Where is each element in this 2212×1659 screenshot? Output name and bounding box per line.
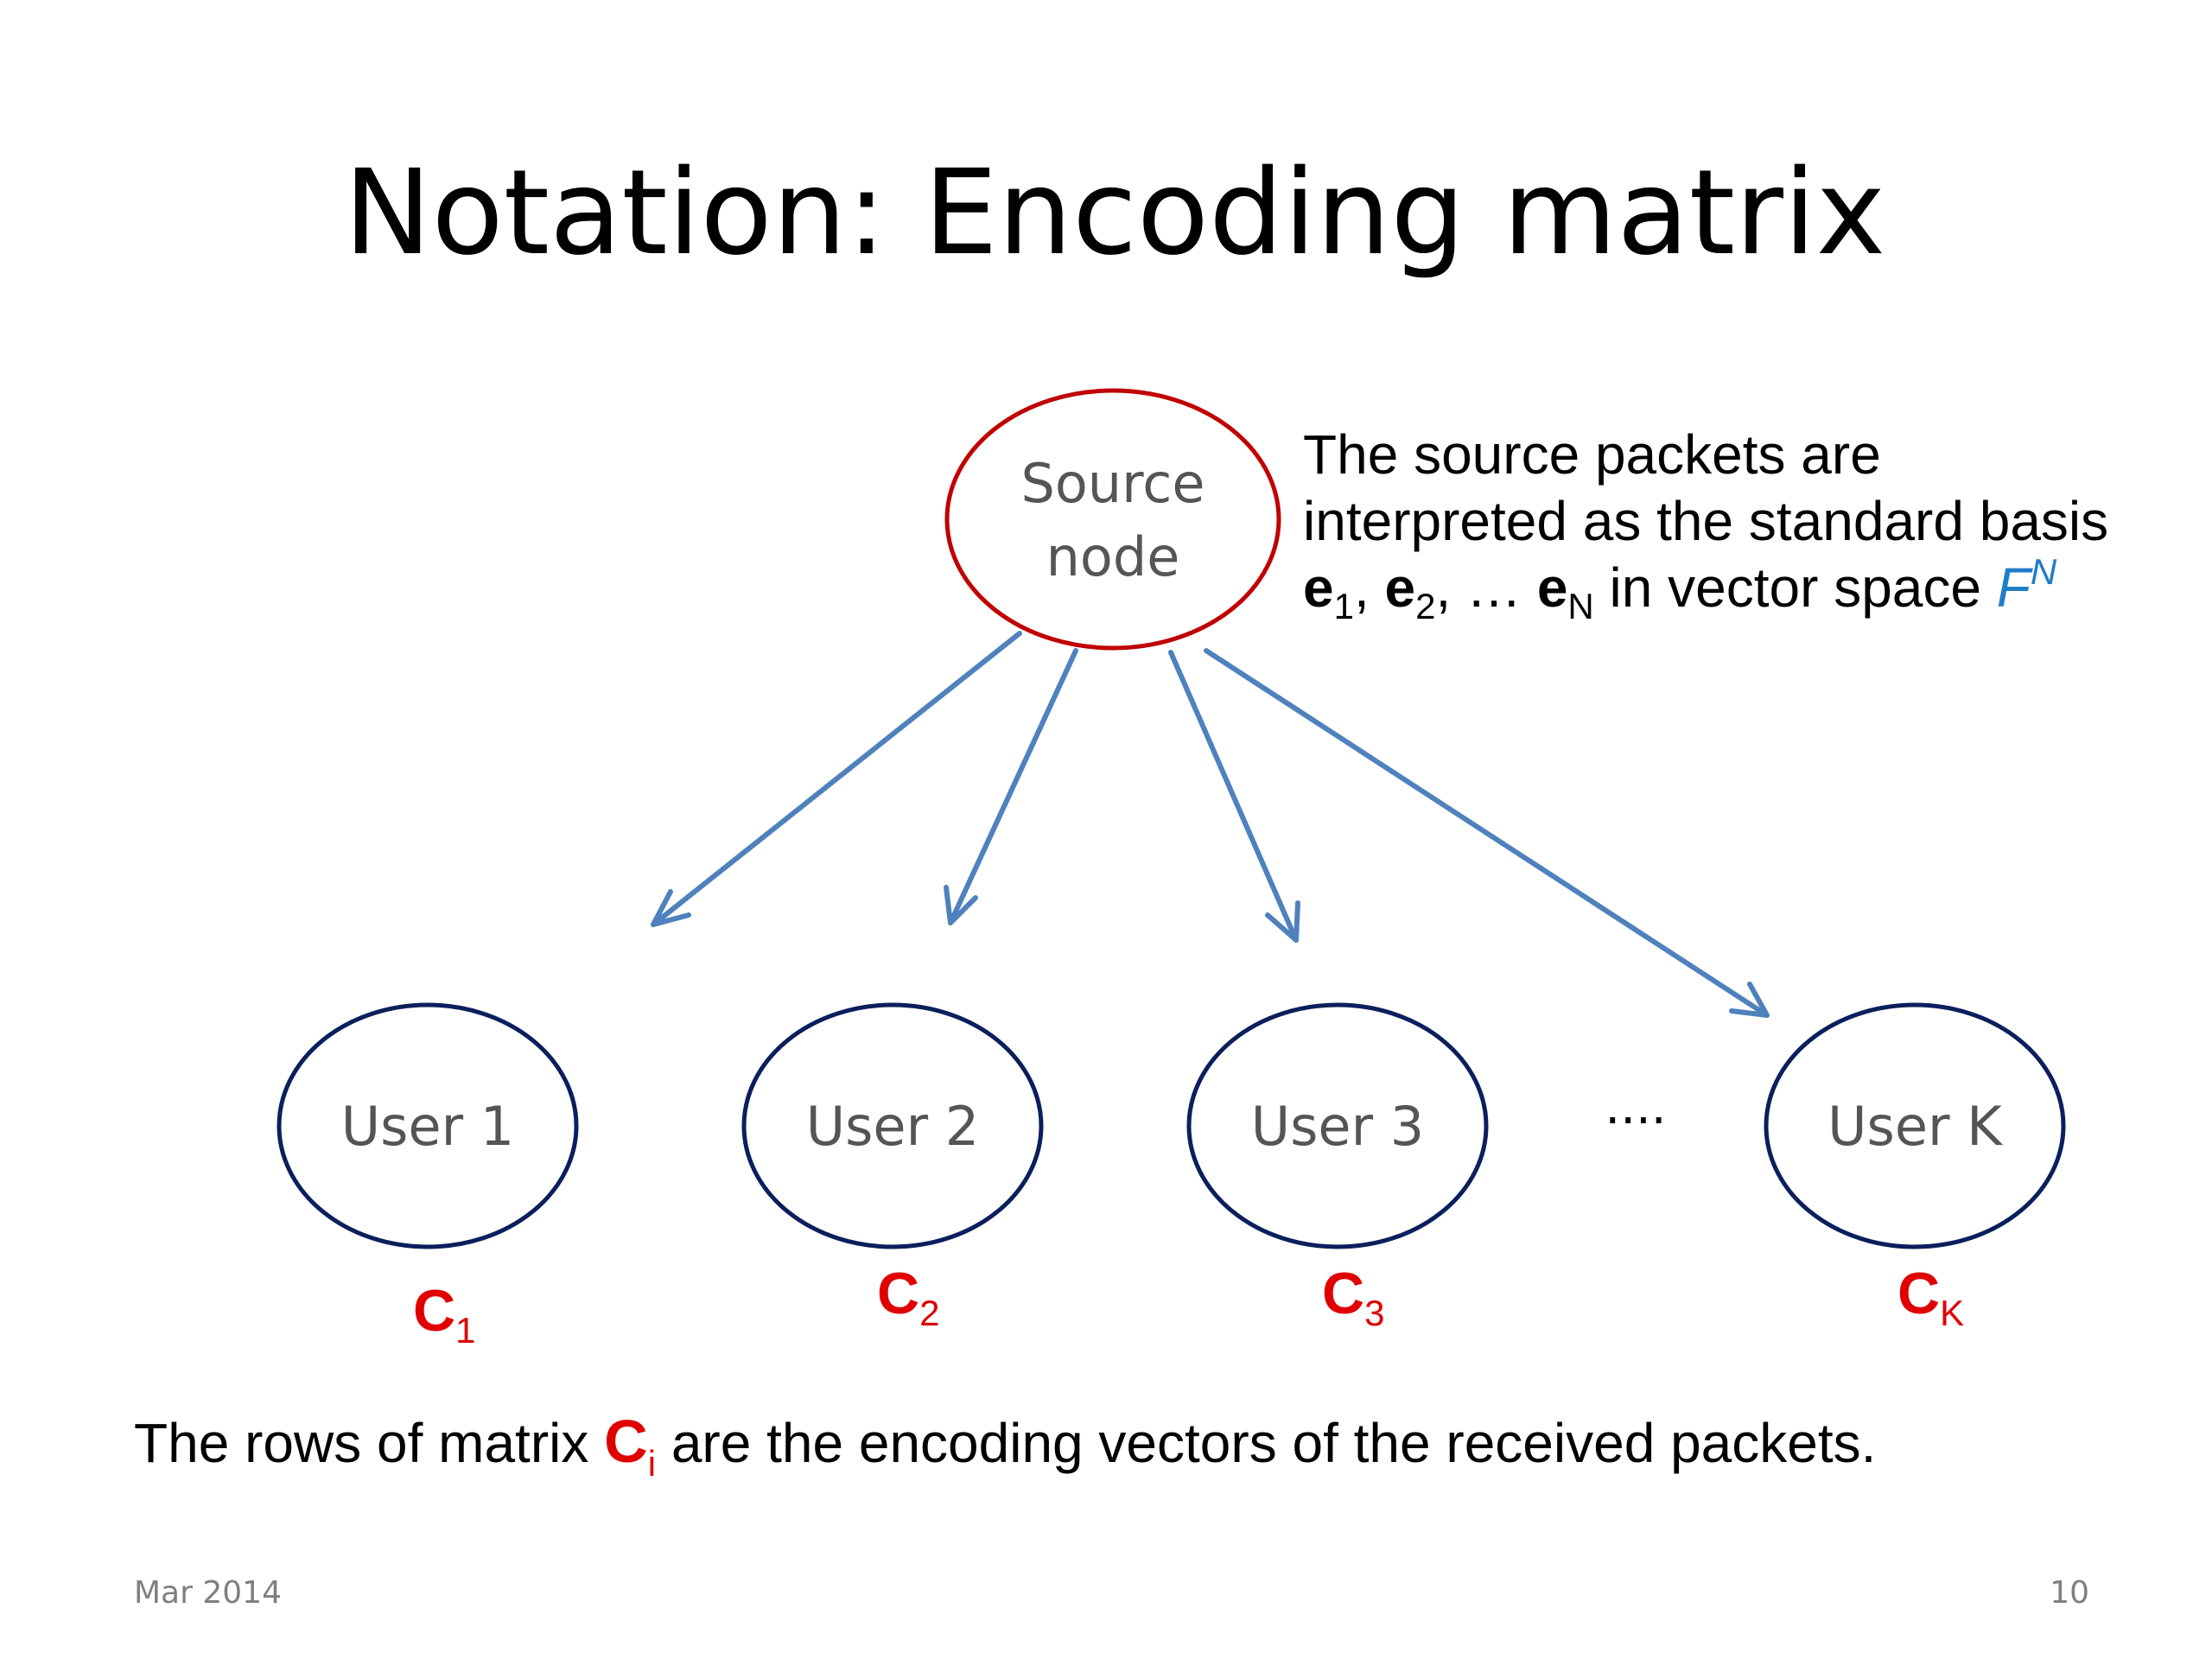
basis-separator-1: , [1354, 556, 1385, 619]
arrows [651, 631, 1770, 1018]
caption-matrix-subscript: i [648, 1443, 656, 1484]
source-note-line-3: e1, e2, … eN in vector space FN [1303, 551, 2057, 626]
matrix-c1-subscript: 1 [455, 1310, 475, 1351]
source-note: The source packets are interpreted as th… [1303, 423, 2108, 626]
arrowhead-user-2 [944, 885, 978, 925]
matrix-label-c3: C3 [1322, 1261, 1384, 1333]
arrowhead-user-3 [1265, 900, 1300, 943]
footer-date: Mar 2014 [134, 1575, 282, 1611]
user-node-k: User K [1764, 1002, 2066, 1249]
arrow-to-user-2 [948, 648, 1078, 925]
user-node-2: User 2 [741, 1002, 1044, 1249]
arrow-to-user-3 [1168, 650, 1299, 943]
user-2-ellipse [741, 1002, 1044, 1249]
source-node: Source node [944, 388, 1281, 651]
matrix-c2-subscript: 2 [919, 1293, 939, 1333]
matrix-label-ck: CK [1897, 1261, 1964, 1333]
basis-separator-2: , … [1435, 556, 1536, 619]
matrix-label-c2: C2 [877, 1261, 939, 1333]
slide-title: Notation: Encoding matrix [344, 145, 1885, 282]
matrix-c3-base: C [1322, 1261, 1364, 1326]
user-3-ellipse [1186, 1002, 1489, 1249]
user-1-label: User 1 [341, 1095, 514, 1158]
arrow-to-user-1 [651, 631, 1022, 927]
field-symbol-superscript: N [2031, 551, 2057, 592]
user-k-ellipse [1764, 1002, 2066, 1249]
caption: The rows of matrix Ci are the encoding v… [134, 1408, 1876, 1484]
basis-e1-subscript: 1 [1334, 586, 1354, 626]
user-2-label: User 2 [806, 1095, 979, 1158]
matrix-c3-subscript: 3 [1364, 1293, 1384, 1333]
caption-after: are the encoding vectors of the received… [656, 1412, 1876, 1474]
matrix-c2-base: C [877, 1261, 919, 1326]
user-node-1: User 1 [276, 1002, 579, 1249]
field-symbol: F [1997, 556, 2034, 619]
arrowhead-user-1 [651, 889, 691, 927]
basis-eN: e [1537, 556, 1568, 619]
matrix-ck-subscript: K [1940, 1293, 1964, 1333]
vector-space-text: in vector space [1594, 556, 1997, 619]
user-1-ellipse [276, 1002, 579, 1249]
basis-e2: e [1385, 556, 1416, 619]
caption-before: The rows of matrix [134, 1412, 604, 1474]
basis-e1: e [1303, 556, 1334, 619]
user-node-3: User 3 [1186, 1002, 1489, 1249]
footer-page-number: 10 [2050, 1575, 2089, 1611]
matrix-c1-base: C [413, 1278, 455, 1344]
caption-matrix-base: C [604, 1408, 648, 1475]
source-node-label-line-1: Source [1021, 452, 1205, 515]
user-ellipsis: .... [1605, 1079, 1666, 1135]
source-note-line-1: The source packets are [1303, 423, 1881, 486]
user-3-label: User 3 [1251, 1095, 1424, 1158]
user-k-label: User K [1827, 1095, 2003, 1158]
source-note-line-2: interpreted as the standard basis [1303, 490, 2108, 552]
source-node-label-line-2: node [1046, 525, 1180, 588]
source-node-ellipse [944, 388, 1281, 651]
arrow-to-user-k [1204, 648, 1770, 1018]
matrix-ck-base: C [1897, 1261, 1940, 1326]
arrowheads [651, 885, 1770, 1018]
basis-e2-subscript: 2 [1415, 586, 1435, 626]
arrowhead-user-k [1729, 982, 1770, 1018]
matrix-label-c1: C1 [413, 1278, 475, 1351]
basis-eN-subscript: N [1567, 586, 1593, 626]
